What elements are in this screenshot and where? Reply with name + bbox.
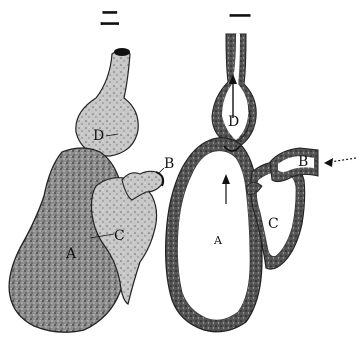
right-inflow-arrow	[330, 158, 356, 162]
right-figure-heading: 一	[229, 5, 251, 30]
right-label-c: C	[268, 216, 279, 232]
left-label-d: D	[93, 128, 104, 144]
left-label-b: B	[164, 156, 174, 172]
left-bulb-opening	[114, 48, 130, 56]
right-label-a: A	[213, 234, 223, 247]
left-bulb-d	[76, 50, 138, 157]
right-label-b: B	[298, 154, 308, 170]
left-label-a: A	[65, 246, 77, 262]
right-inflow-arrowhead	[324, 158, 333, 167]
right-figure: 一 D B C A	[166, 5, 356, 332]
left-label-c: C	[114, 228, 125, 244]
right-label-d: D	[228, 114, 239, 130]
left-figure: ニ D B C A	[9, 7, 174, 332]
left-figure-heading: ニ	[99, 7, 121, 32]
